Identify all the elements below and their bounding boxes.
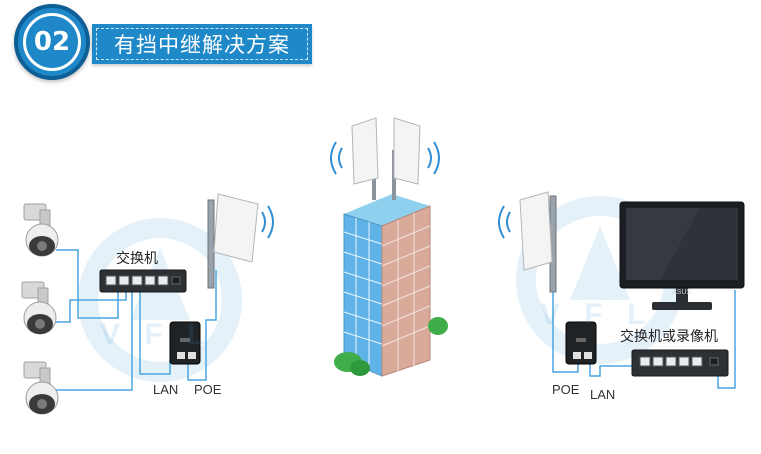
antenna-right [498, 191, 557, 293]
poe-injector-left [169, 321, 201, 365]
watermark-text-left: V F L [100, 318, 214, 351]
monitor-brand: ASUS [672, 289, 692, 296]
switch-left [99, 269, 187, 293]
label-poe-right: POE [552, 382, 580, 397]
poe-injector-right [565, 321, 597, 365]
label-poe-left: POE [194, 382, 222, 397]
page-title: 有挡中继解决方案 [114, 33, 290, 57]
section-number-badge: 02 [14, 4, 90, 80]
monitor [619, 201, 745, 310]
antennas-top [330, 117, 440, 200]
building [334, 194, 448, 377]
cables-right [552, 290, 736, 389]
cables-left [56, 249, 217, 391]
switch-right [631, 349, 729, 377]
section-number: 02 [23, 13, 81, 71]
antenna-left [207, 193, 274, 289]
label-lan-left: LAN [153, 382, 179, 397]
label-switch: 交换机 [116, 251, 158, 267]
title-banner: 有挡中继解决方案 [92, 24, 312, 64]
label-lan-right: LAN [590, 387, 616, 402]
camera-1 [23, 203, 59, 257]
watermark-text-right: V F L [540, 298, 654, 331]
camera-3 [23, 361, 59, 415]
label-switch-or-recorder: 交换机或录像机 [620, 329, 718, 345]
camera-2 [21, 281, 57, 335]
